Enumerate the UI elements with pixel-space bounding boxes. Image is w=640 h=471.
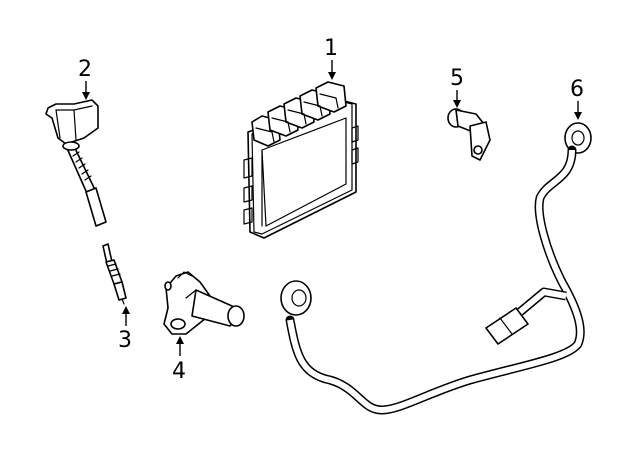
camshaft-sensor: [447, 108, 491, 161]
callout-6: 6: [570, 77, 584, 120]
crankshaft-sensor: [163, 271, 245, 335]
callout-2: 2: [78, 57, 92, 100]
ignition-coil: [45, 99, 107, 227]
callout-5: 5: [450, 66, 464, 108]
callout-1: 1: [324, 36, 338, 80]
callout-4: 4: [172, 336, 186, 384]
callout-label-5: 5: [450, 66, 464, 91]
callout-label-4: 4: [172, 359, 186, 384]
callout-label-2: 2: [78, 57, 92, 82]
callout-label-3: 3: [118, 328, 132, 353]
wiring-harness: [280, 122, 592, 415]
engine-control-module: [243, 81, 359, 239]
callout-label-1: 1: [324, 36, 338, 61]
callout-3: 3: [118, 306, 132, 353]
spark-plug: [102, 243, 127, 305]
callout-label-6: 6: [570, 77, 584, 102]
